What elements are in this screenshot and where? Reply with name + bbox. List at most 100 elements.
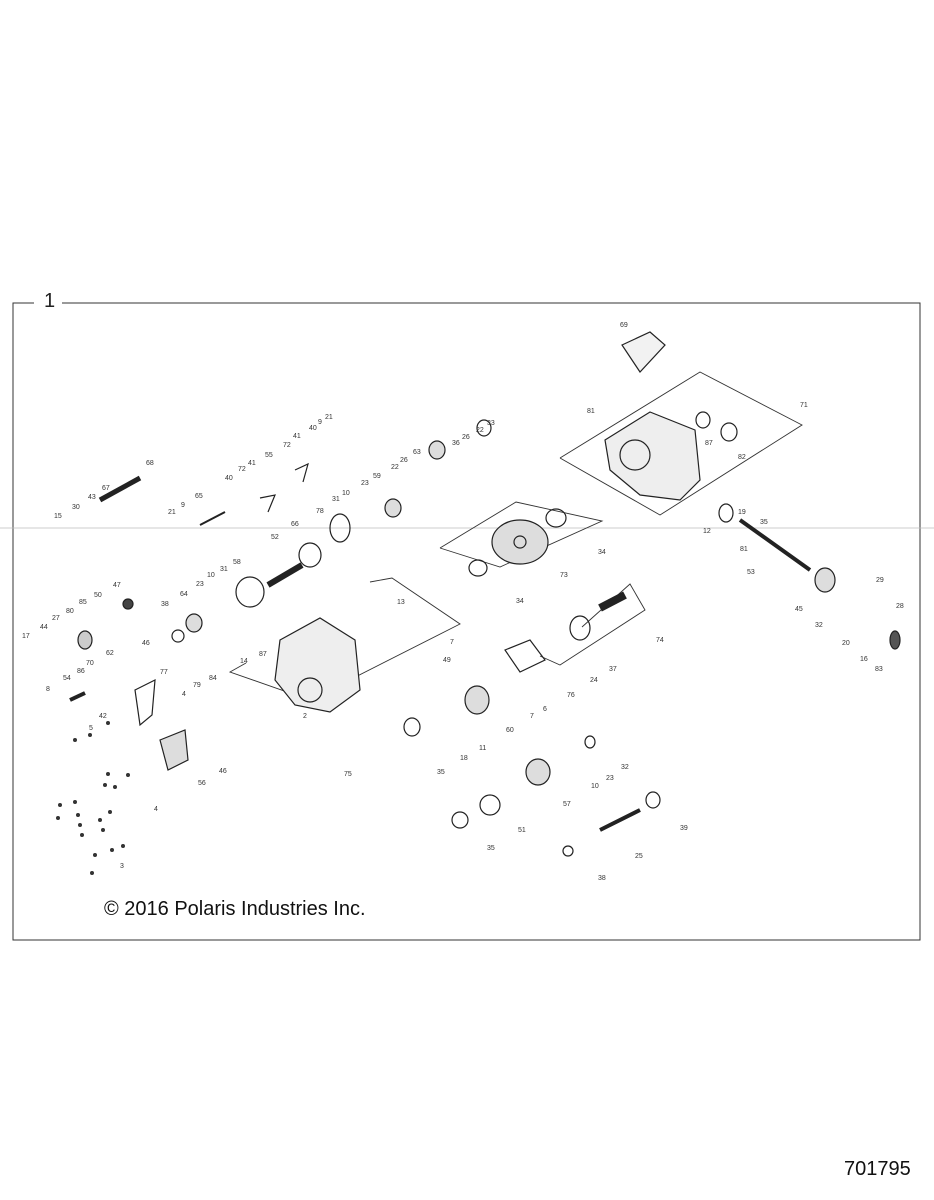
callout[interactable]: 30: [72, 504, 80, 511]
callout[interactable]: 60: [506, 727, 514, 734]
callout[interactable]: 54: [63, 675, 71, 682]
callout[interactable]: 2: [303, 713, 307, 720]
callout[interactable]: 26: [462, 434, 470, 441]
callout[interactable]: 64: [180, 591, 188, 598]
callout[interactable]: 22: [476, 427, 484, 434]
callout[interactable]: 39: [680, 825, 688, 832]
callout[interactable]: 59: [373, 473, 381, 480]
callout[interactable]: 38: [598, 875, 606, 882]
callout[interactable]: 37: [609, 666, 617, 673]
callout[interactable]: 12: [703, 528, 711, 535]
callout[interactable]: 69: [620, 322, 628, 329]
callout[interactable]: 72: [283, 442, 291, 449]
callout[interactable]: 35: [437, 769, 445, 776]
callout[interactable]: 50: [94, 592, 102, 599]
callout[interactable]: 21: [325, 414, 333, 421]
callout[interactable]: 34: [598, 549, 606, 556]
callout[interactable]: 81: [587, 408, 595, 415]
callout[interactable]: 26: [400, 457, 408, 464]
callout[interactable]: 17: [22, 633, 30, 640]
callout[interactable]: 20: [842, 640, 850, 647]
callout[interactable]: 87: [705, 440, 713, 447]
callout[interactable]: 62: [106, 650, 114, 657]
callout[interactable]: 6: [543, 706, 547, 713]
callout[interactable]: 4: [182, 691, 186, 698]
callout[interactable]: 38: [161, 601, 169, 608]
callout[interactable]: 75: [344, 771, 352, 778]
callout[interactable]: 81: [740, 546, 748, 553]
callout[interactable]: 4: [154, 806, 158, 813]
callout[interactable]: 79: [193, 682, 201, 689]
callout[interactable]: 40: [309, 425, 317, 432]
callout[interactable]: 49: [443, 657, 451, 664]
callout[interactable]: 40: [225, 475, 233, 482]
callout[interactable]: 58: [233, 559, 241, 566]
callout[interactable]: 3: [120, 863, 124, 870]
callout[interactable]: 65: [195, 493, 203, 500]
callout[interactable]: 63: [413, 449, 421, 456]
callout[interactable]: 24: [590, 677, 598, 684]
callout[interactable]: 31: [220, 566, 228, 573]
callout[interactable]: 46: [142, 640, 150, 647]
callout[interactable]: 10: [207, 572, 215, 579]
callout[interactable]: 85: [79, 599, 87, 606]
callout[interactable]: 9: [181, 502, 185, 509]
callout[interactable]: 42: [99, 713, 107, 720]
callout[interactable]: 44: [40, 624, 48, 631]
callout[interactable]: 22: [391, 464, 399, 471]
callout[interactable]: 87: [259, 651, 267, 658]
callout[interactable]: 35: [760, 519, 768, 526]
callout[interactable]: 10: [342, 490, 350, 497]
callout[interactable]: 80: [66, 608, 74, 615]
callout[interactable]: 23: [606, 775, 614, 782]
callout[interactable]: 36: [452, 440, 460, 447]
callout[interactable]: 29: [876, 577, 884, 584]
callout[interactable]: 11: [479, 745, 487, 752]
callout[interactable]: 27: [52, 615, 60, 622]
callout[interactable]: 18: [460, 755, 468, 762]
callout[interactable]: 76: [567, 692, 575, 699]
callout[interactable]: 57: [563, 801, 571, 808]
callout[interactable]: 19: [738, 509, 746, 516]
callout[interactable]: 13: [397, 599, 405, 606]
callout[interactable]: 73: [560, 572, 568, 579]
callout[interactable]: 31: [332, 496, 340, 503]
callout[interactable]: 9: [318, 419, 322, 426]
callout[interactable]: 47: [113, 582, 121, 589]
callout[interactable]: 56: [198, 780, 206, 787]
callout[interactable]: 34: [516, 598, 524, 605]
callout[interactable]: 67: [102, 485, 110, 492]
callout[interactable]: 32: [621, 764, 629, 771]
callout[interactable]: 7: [450, 639, 454, 646]
callout[interactable]: 55: [265, 452, 273, 459]
callout[interactable]: 82: [738, 454, 746, 461]
callout[interactable]: 14: [240, 658, 248, 665]
callout[interactable]: 70: [86, 660, 94, 667]
callout[interactable]: 32: [815, 622, 823, 629]
callout[interactable]: 78: [316, 508, 324, 515]
callout[interactable]: 77: [160, 669, 168, 676]
callout[interactable]: 51: [518, 827, 526, 834]
callout[interactable]: 66: [291, 521, 299, 528]
callout[interactable]: 43: [88, 494, 96, 501]
callout[interactable]: 84: [209, 675, 217, 682]
callout[interactable]: 21: [168, 509, 176, 516]
callout[interactable]: 72: [238, 466, 246, 473]
callout[interactable]: 45: [795, 606, 803, 613]
callout[interactable]: 68: [146, 460, 154, 467]
callout[interactable]: 15: [54, 513, 62, 520]
callout[interactable]: 23: [196, 581, 204, 588]
callout[interactable]: 28: [896, 603, 904, 610]
callout[interactable]: 53: [747, 569, 755, 576]
callout[interactable]: 33: [487, 420, 495, 427]
callout[interactable]: 16: [860, 656, 868, 663]
callout[interactable]: 8: [46, 686, 50, 693]
callout[interactable]: 71: [800, 402, 808, 409]
callout[interactable]: 74: [656, 637, 664, 644]
callout[interactable]: 86: [77, 668, 85, 675]
callout[interactable]: 10: [591, 783, 599, 790]
callout[interactable]: 83: [875, 666, 883, 673]
callout[interactable]: 5: [89, 725, 93, 732]
callout[interactable]: 7: [530, 713, 534, 720]
callout[interactable]: 35: [487, 845, 495, 852]
